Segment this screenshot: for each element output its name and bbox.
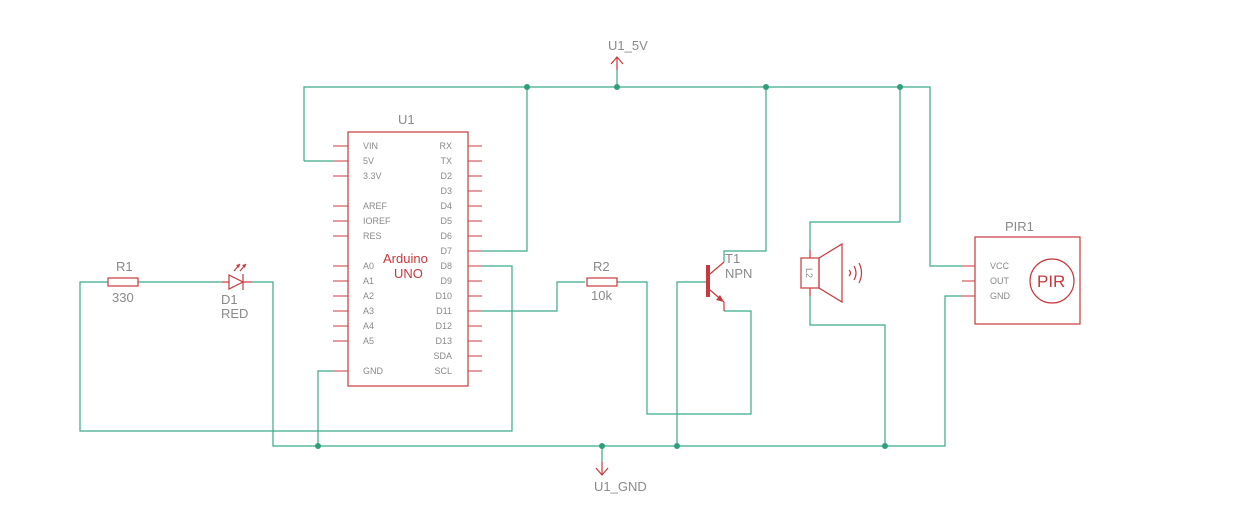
wire-d11[interactable] xyxy=(482,281,585,312)
pin-label: A0 xyxy=(363,261,374,271)
junction-dot xyxy=(614,84,620,90)
led-light-icon xyxy=(233,263,247,272)
junction-dot xyxy=(315,443,321,449)
arduino-uno[interactable]: U1 Arduino UNO VIN 5V 3.3V AREF IOREF RES A0A1… xyxy=(333,112,482,387)
pin-label: 3.3V xyxy=(363,171,382,181)
resistor-r1[interactable]: R1 330 xyxy=(107,259,139,305)
wire-d8-led[interactable] xyxy=(79,265,513,432)
pin-label: SDA xyxy=(433,351,452,361)
pin-label: D3 xyxy=(440,186,452,196)
vcc-label: U1_5V xyxy=(608,38,648,53)
wire-speaker-bottom[interactable] xyxy=(809,296,886,446)
junction-dot xyxy=(897,84,903,90)
pin-label: A4 xyxy=(363,321,374,331)
r2-value: 10k xyxy=(591,288,612,303)
arduino-name-line1: Arduino xyxy=(383,251,428,266)
r1-value: 330 xyxy=(112,290,134,305)
r1-refdes: R1 xyxy=(116,259,133,274)
t1-value: NPN xyxy=(725,266,752,281)
pin-label: D13 xyxy=(435,336,452,346)
pir-sensor[interactable]: PIR1 PIR VCC OUT GND xyxy=(962,219,1081,325)
pir-body-text: PIR xyxy=(1037,272,1065,291)
pin-label: A3 xyxy=(363,306,374,316)
pir-pins: VCC OUT GND xyxy=(962,261,1011,301)
pin-label: OUT xyxy=(990,276,1010,286)
gnd-arrow-icon xyxy=(595,467,609,476)
d1-refdes: D1 xyxy=(221,292,238,307)
pin-label: IOREF xyxy=(363,216,391,226)
pin-label: RX xyxy=(439,141,452,151)
pin-label: D5 xyxy=(440,216,452,226)
wire-d7[interactable] xyxy=(482,87,528,252)
led-triangle-icon xyxy=(228,274,245,290)
wires xyxy=(79,70,962,462)
t1-refdes: T1 xyxy=(725,251,740,266)
pin-label: D7 xyxy=(440,246,452,256)
wire-5v-rail[interactable] xyxy=(303,86,962,267)
pin-label: D9 xyxy=(440,276,452,286)
pin-label: D4 xyxy=(440,201,452,211)
gnd-label: U1_GND xyxy=(594,479,647,494)
junction-dot xyxy=(599,443,605,449)
pin-label: D6 xyxy=(440,231,452,241)
resistor-r2[interactable]: R2 10k xyxy=(586,259,618,303)
pin-label: D8 xyxy=(440,261,452,271)
sound-waves-icon xyxy=(848,262,863,284)
junctions xyxy=(315,84,903,449)
pin-label: TX xyxy=(440,156,452,166)
transistor-t1[interactable]: T1 NPN xyxy=(706,251,752,311)
junction-dot xyxy=(882,443,888,449)
t1-base-bar xyxy=(706,265,710,297)
pin-label: VIN xyxy=(363,141,378,151)
pin-label: A1 xyxy=(363,276,374,286)
r1-body xyxy=(107,277,139,287)
pin-label: 5V xyxy=(363,156,374,166)
wire-speaker-top[interactable] xyxy=(809,87,901,250)
pin-label: GND xyxy=(363,366,384,376)
d1-value: RED xyxy=(221,306,248,321)
speaker-l2[interactable]: L2 xyxy=(800,242,863,304)
pin-label: AREF xyxy=(363,201,388,211)
vcc-symbol[interactable]: U1_5V xyxy=(608,38,648,70)
junction-dot xyxy=(674,443,680,449)
pin-label: D12 xyxy=(435,321,452,331)
arduino-name-line2: UNO xyxy=(394,266,423,281)
pin-label: D10 xyxy=(435,291,452,301)
pin-label: VCC xyxy=(990,261,1010,271)
arduino-body xyxy=(347,131,469,387)
wire-base[interactable] xyxy=(676,281,708,446)
junction-dot xyxy=(524,84,530,90)
t1-emitter-arrow-icon xyxy=(716,295,724,302)
pin-label: D2 xyxy=(440,171,452,181)
gnd-symbol[interactable]: U1_GND xyxy=(594,462,647,494)
pir-lens-icon xyxy=(1029,258,1075,304)
wire-r2-base[interactable] xyxy=(617,281,752,415)
wire-collector[interactable] xyxy=(723,87,767,262)
wire-arduino-gnd[interactable] xyxy=(317,370,333,446)
arduino-refdes: U1 xyxy=(398,112,415,127)
pin-label: A5 xyxy=(363,336,374,346)
pin-label: A2 xyxy=(363,291,374,301)
pin-label: RES xyxy=(363,231,382,241)
r2-refdes: R2 xyxy=(593,259,610,274)
junction-dot xyxy=(763,84,769,90)
pin-label: D11 xyxy=(436,306,452,316)
r2-body xyxy=(586,277,618,287)
speaker-label: L2 xyxy=(804,268,814,278)
pin-label: SCL xyxy=(434,366,452,376)
led-d1[interactable]: D1 RED xyxy=(221,263,252,321)
speaker-cone-icon xyxy=(818,242,843,304)
pir-refdes: PIR1 xyxy=(1005,219,1034,234)
wire-led-gnd[interactable] xyxy=(252,281,962,447)
pin-label: GND xyxy=(990,291,1011,301)
